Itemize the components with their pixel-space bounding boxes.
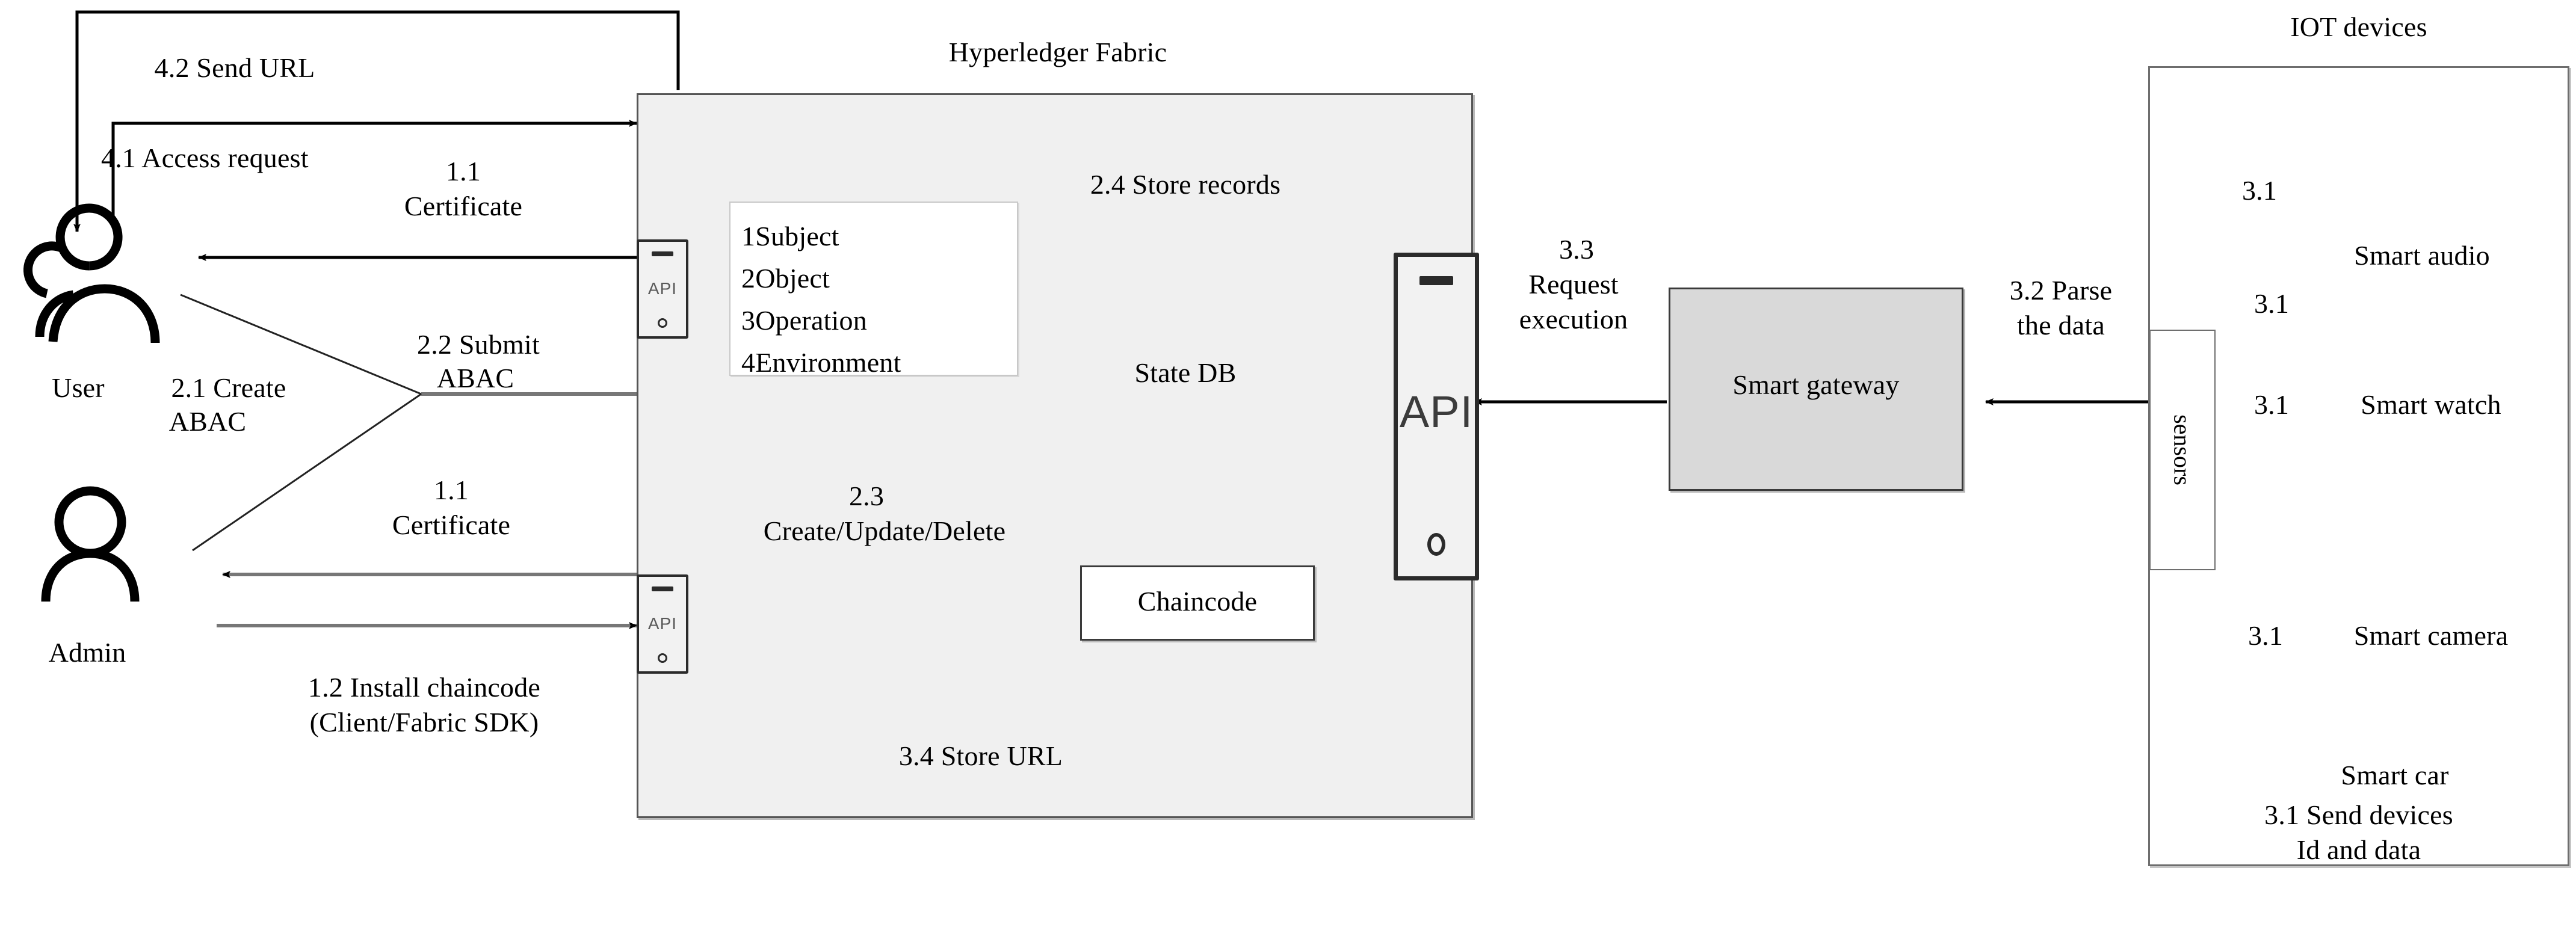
flow-create-abac-label: ABAC — [168, 406, 247, 437]
user-label: User — [52, 372, 105, 403]
flow-request-execution-step: 3.3 — [1558, 234, 1595, 265]
api-label: API — [1399, 387, 1474, 437]
device-label-camera: Smart camera — [2353, 620, 2509, 651]
step-label-camera: 3.1 — [2247, 620, 2284, 651]
flow-certificate-user-step: 1.1 — [445, 156, 481, 186]
phone-home-button — [1427, 533, 1445, 556]
step-label-watch-b: 3.1 — [2253, 389, 2290, 420]
iot-footer-line2: Id and data — [2296, 834, 2421, 865]
device-label-car: Smart car — [2341, 760, 2449, 790]
flow-certificate-admin-label: Certificate — [392, 509, 511, 540]
api-phone-icon-bottom: API — [637, 574, 688, 674]
flow-create-abac-step: 2.1 Create — [171, 372, 286, 403]
users-group-icon — [23, 203, 160, 343]
phone-home-button — [658, 318, 667, 328]
admin-label: Admin — [48, 637, 126, 668]
iot-title: IOT devices — [2290, 11, 2427, 42]
flow-store-url: 3.4 Store URL — [898, 740, 1063, 771]
flow-certificate-admin-step: 1.1 — [433, 475, 469, 505]
chaincode-label: Chaincode — [1137, 586, 1258, 617]
state-db-caption: State DB — [1134, 357, 1237, 388]
flow-cud-step: 2.3 — [848, 481, 885, 511]
flow-store-records: 2.4 Store records — [1090, 169, 1281, 200]
smart-gateway-box — [1669, 288, 1963, 491]
flow-access-request: 4.1 Access request — [101, 143, 309, 173]
phone-speaker-bar — [652, 251, 673, 256]
api-phone-icon-large: API — [1394, 253, 1479, 580]
step-label-audio: 3.1 — [2241, 175, 2278, 206]
iot-footer-line1: 3.1 Send devices — [2264, 799, 2453, 830]
flow-certificate-user-label: Certificate — [404, 191, 523, 221]
fabric-title: Hyperledger Fabric — [948, 37, 1167, 67]
abac-attr-4: 4Environment — [741, 347, 901, 378]
abac-attr-1: 1Subject — [741, 221, 839, 251]
phone-home-button — [658, 653, 667, 663]
flow-parse-data-line2: the data — [2017, 310, 2105, 340]
flow-submit-abac-label: ABAC — [436, 363, 514, 393]
flow-submit-abac-step: 2.2 Submit — [417, 329, 540, 360]
iot-devices-panel — [2148, 66, 2569, 866]
phone-speaker-bar — [1419, 276, 1453, 285]
abac-attributes-card — [729, 202, 1018, 376]
api-phone-icon-top: API — [637, 239, 688, 339]
step-label-watch-a: 3.1 — [2253, 288, 2290, 319]
api-label: API — [647, 614, 678, 633]
flow-parse-data-line1: 3.2 Parse — [2009, 275, 2113, 306]
flow-request-execution-line3: execution — [1519, 304, 1628, 334]
abac-attr-3: 3Operation — [741, 305, 867, 336]
smart-gateway-label: Smart gateway — [1732, 369, 1900, 400]
phone-speaker-bar — [652, 586, 673, 591]
device-label-audio: Smart audio — [2354, 240, 2490, 271]
flow-send-url: 4.2 Send URL — [154, 52, 315, 83]
sensors-column: sensors — [2149, 330, 2216, 570]
device-label-watch: Smart watch — [2361, 389, 2501, 420]
api-label: API — [647, 279, 678, 298]
flow-request-execution-line2: Request — [1528, 269, 1619, 300]
flow-install-chaincode-line1: 1.2 Install chaincode — [307, 672, 541, 703]
flow-cud-label: Create/Update/Delete — [763, 516, 1006, 546]
abac-attr-2: 2Object — [741, 263, 830, 294]
chaincode-box — [1080, 565, 1315, 641]
flow-install-chaincode-line2: (Client/Fabric SDK) — [309, 707, 539, 737]
user-icon — [41, 486, 140, 602]
sensors-label: sensors — [2169, 414, 2196, 485]
